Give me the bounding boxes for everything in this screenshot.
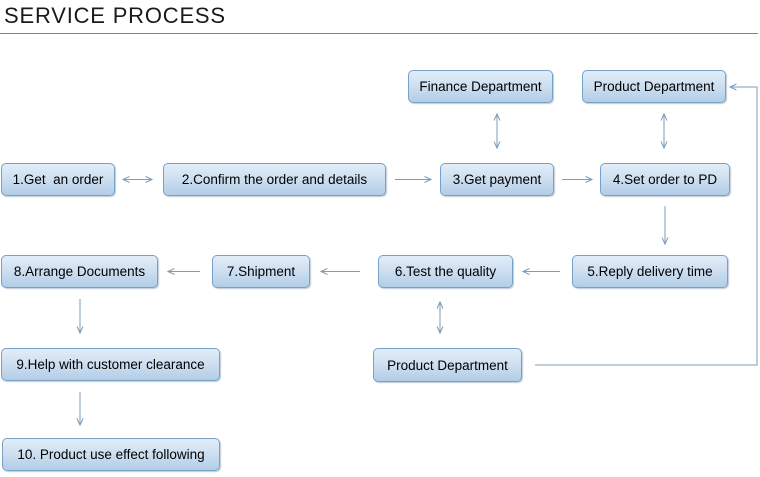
flow-node-step4: 4.Set order to PD (600, 163, 730, 196)
flow-node-label: 9.Help with customer clearance (16, 357, 205, 372)
flow-node-step3: 3.Get payment (440, 163, 554, 196)
flow-node-step2: 2.Confirm the order and details (163, 163, 386, 196)
flow-node-label: 7.Shipment (226, 264, 296, 279)
flow-node-label: Product Department (387, 357, 508, 373)
flow-node-label: 5.Reply delivery time (587, 264, 713, 279)
title-underline (0, 33, 758, 34)
flow-node-label: Finance Department (419, 79, 542, 94)
flow-node-product-department-top: Product Department (582, 70, 726, 103)
page-title: SERVICE PROCESS (4, 3, 226, 28)
flow-node-step6: 6.Test the quality (378, 255, 513, 288)
flow-node-step10: 10. Product use effect following (2, 438, 220, 471)
flow-node-step8: 8.Arrange Documents (1, 255, 158, 288)
flow-node-finance-department: Finance Department (408, 70, 553, 103)
feedback-line-product-bottom-to-product-top (535, 83, 758, 366)
flow-node-label: 6.Test the quality (394, 264, 497, 279)
flow-node-label: 8.Arrange Documents (13, 264, 146, 279)
flow-node-label: 2.Confirm the order and details (181, 172, 368, 187)
flow-node-step9: 9.Help with customer clearance (1, 348, 220, 381)
flow-node-label: Product Department (593, 79, 715, 94)
flow-node-product-department-bottom: Product Department (373, 348, 522, 382)
flow-node-label: 1.Get an order (12, 172, 104, 187)
flow-node-step5: 5.Reply delivery time (572, 255, 728, 288)
flow-node-step7: 7.Shipment (212, 255, 310, 288)
flow-node-label: 10. Product use effect following (17, 447, 205, 462)
flow-node-label: 4.Set order to PD (612, 172, 718, 187)
flow-node-label: 3.Get payment (452, 172, 542, 187)
flow-node-step1: 1.Get an order (1, 163, 115, 196)
